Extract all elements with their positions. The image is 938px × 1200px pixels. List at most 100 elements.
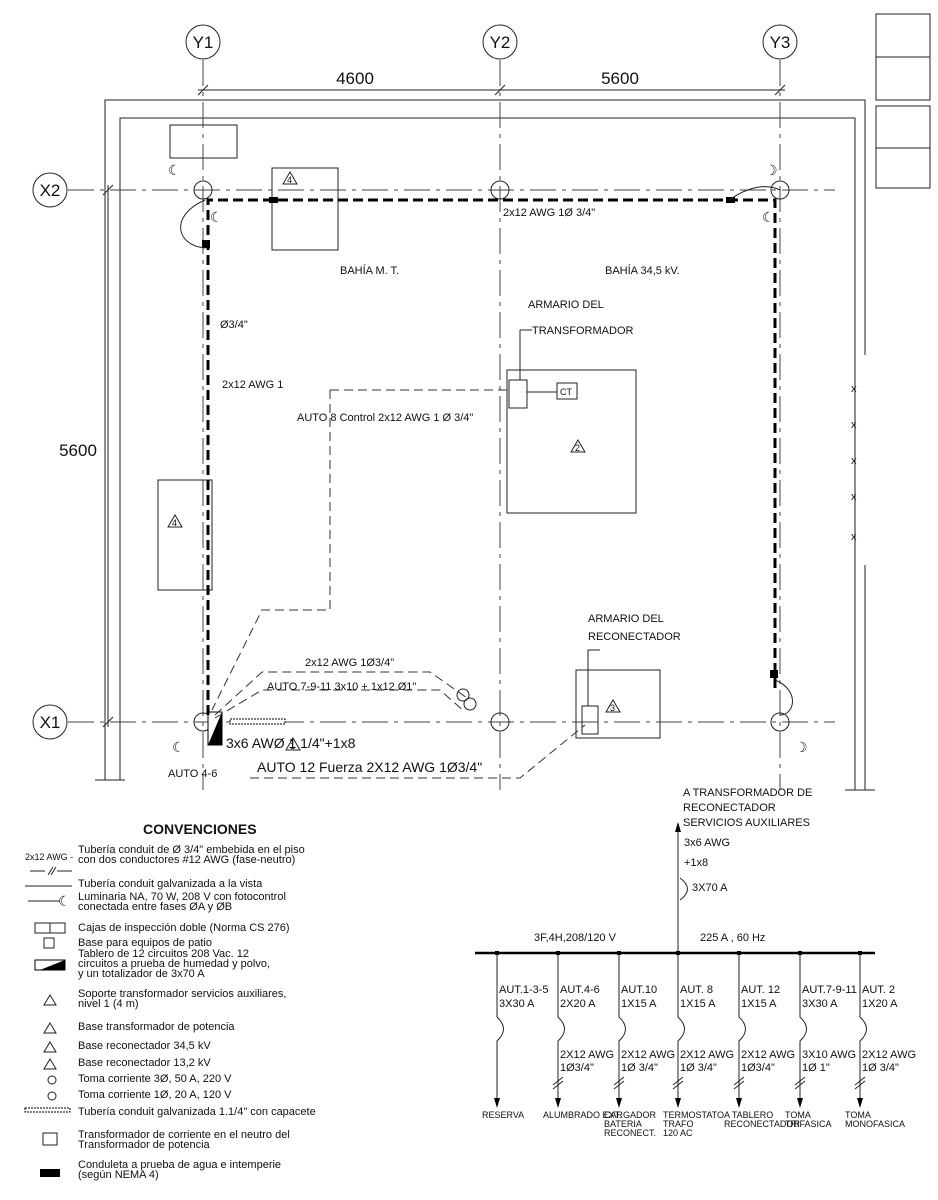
feeder-breaker-rating: 3X30 A [802, 998, 838, 1010]
conductor-ticks [552, 1076, 564, 1090]
feeder-breaker-rating: 2X20 A [560, 998, 596, 1010]
feeder-conduit: 1Ø 3/4" [862, 1062, 899, 1074]
legend-item-text: Tubería conduit galvanizada 1.1/4" con c… [78, 1106, 316, 1118]
grid-lines [68, 60, 835, 790]
arrow-icon [555, 1098, 561, 1108]
source-label-2: RECONECTADOR [683, 802, 776, 814]
legend: CONVENCIONES 2x12 AWG - ☾ Tubería condui… [24, 821, 316, 1181]
feeder-load: CARGADOR [604, 1110, 657, 1120]
tri-label: 3 [610, 703, 615, 713]
label-auto8: AUTO 8 Control 2x12 AWG 1 Ø 3/4" [297, 412, 473, 424]
svg-text:☽: ☽ [795, 739, 808, 755]
source-label-1: A TRANSFORMADOR DE [683, 787, 812, 799]
label-armario-trafo-2: TRANSFORMADOR [532, 325, 634, 337]
feeder-breaker-id: AUT. 2 [862, 984, 895, 996]
label-auto46: AUTO 4-6 [168, 768, 217, 780]
main-neutral: +1x8 [684, 857, 708, 869]
legend-item-text: Base reconectador 13,2 kV [78, 1057, 211, 1069]
feeder-load: TOMA [845, 1110, 871, 1120]
label-auto7911: AUTO 7-9-11 3x10 + 1x12 Ø1" [267, 681, 416, 693]
feeder-load: RESERVA [482, 1110, 524, 1120]
base-reconectador-132-left [157, 479, 213, 591]
legend-title: CONVENCIONES [143, 821, 257, 837]
legend-item-text: circuitos a prueba de humedad y polvo, [78, 958, 270, 970]
legend-item-text: conectada entre fases ØA y ØB [78, 901, 232, 913]
legend-item-text: Conduleta a prueba de agua e intemperie [78, 1159, 281, 1171]
arrow-icon [675, 1098, 681, 1108]
conductor-ticks [613, 1076, 625, 1090]
feeder-cable: 2X12 AWG [680, 1049, 734, 1061]
single-line-diagram: A TRANSFORMADOR DE RECONECTADOR SERVICIO… [475, 787, 916, 1138]
feeder-cable: 2X12 AWG [862, 1049, 916, 1061]
conductor-ticks [854, 1076, 866, 1090]
legend-item-text: Tubería conduit de Ø 3/4" embebida en el… [78, 844, 305, 856]
legend-item-text: con dos conductores #12 AWG (fase-neutro… [78, 854, 295, 866]
label-armario-rec-1: ARMARIO DEL [588, 613, 664, 625]
feeder-load: TRAFO [663, 1119, 694, 1129]
tri-label: 4 [172, 518, 177, 528]
legend-item-text: Tubería conduit galvanizada a la vista [78, 878, 263, 890]
legend-item-text: Transformador de corriente en el neutro … [78, 1129, 290, 1141]
label-top-conduit: 2x12 AWG 1Ø 3/4" [503, 207, 595, 219]
feeder-breaker-rating: 1X15 A [621, 998, 657, 1010]
legend-item-text: y un totalizador de 3x70 A [78, 968, 205, 980]
feeder-load: RECONECT. [604, 1128, 656, 1138]
legend-item-text: Base transformador de potencia [78, 1021, 235, 1033]
svg-text:x: x [851, 455, 857, 467]
feeder-load: ALUMBRADO EXT. [543, 1110, 622, 1120]
svg-text:x: x [851, 491, 857, 503]
breaker-symbol [618, 953, 626, 1102]
svg-text:☾: ☾ [172, 739, 185, 755]
column-marks [193, 180, 790, 732]
bus-rating: 225 A , 60 Hz [700, 932, 765, 944]
base-reconectador-345 [575, 669, 661, 739]
breaker-symbol [677, 953, 685, 1102]
arrow-icon [857, 1098, 863, 1108]
legend-item-text: Cajas de inspección doble (Norma CS 276) [78, 922, 290, 934]
breaker-symbol [738, 953, 746, 1102]
label-bahia-345: BAHÍA 34,5 kV. [605, 264, 680, 277]
axis-y3: Y3 [770, 33, 791, 52]
fence [95, 99, 875, 791]
breaker-symbol [496, 953, 504, 1102]
feeder-load: RECONECTADOR [724, 1119, 800, 1129]
axis-x2: X2 [40, 181, 61, 200]
feeder-breaker-rating: 1X15 A [680, 998, 716, 1010]
feeder-conduit: 1Ø 1" [802, 1062, 830, 1074]
svg-text:☾: ☾ [168, 162, 181, 178]
feeder-breaker-id: AUT.1-3-5 [499, 984, 549, 996]
arrow-icon [736, 1098, 742, 1108]
inspection-box [169, 124, 238, 159]
feeder-conduit: 1Ø3/4" [741, 1062, 775, 1074]
conductor-ticks [733, 1076, 745, 1090]
base-reconectador-132-top [271, 167, 339, 251]
legend-item-text: nivel 1 (4 m) [78, 998, 139, 1010]
feeder-cable: 3X10 AWG [802, 1049, 856, 1061]
bus-voltage: 3F,4H,208/120 V [534, 932, 617, 944]
arrow-icon [797, 1098, 803, 1108]
feeder-breaker-id: AUT.10 [621, 984, 657, 996]
axis-x1: X1 [40, 713, 61, 732]
legend-item-text: Transformador de potencia [78, 1139, 211, 1151]
armario-transformador [508, 379, 528, 409]
main-breaker: 3X70 A [692, 882, 728, 894]
axis-y2: Y2 [490, 33, 511, 52]
feeder-cable: 2X12 AWG [741, 1049, 795, 1061]
equipment: CT 4 4 2 3 1 [157, 124, 778, 751]
feeder-load: A TABLERO [724, 1110, 773, 1120]
feeder-load: TRIFASICA [785, 1119, 832, 1129]
feeder-load: 120 AC [663, 1128, 693, 1138]
label-feeder: 3x6 AWØ 1 1/4"+1x8 [226, 735, 356, 751]
armario-reconectador [581, 705, 599, 735]
svg-text:☾: ☾ [762, 209, 775, 225]
feeder-breaker-id: AUT.4-6 [560, 984, 600, 996]
axis-y1: Y1 [193, 33, 214, 52]
svg-text:☽: ☽ [765, 162, 778, 178]
plan-labels: BAHÍA M. T. BAHÍA 34,5 kV. 2x12 AWG 1Ø 3… [168, 207, 681, 780]
legend-item-text: Toma corriente 3Ø, 50 A, 220 V [78, 1073, 232, 1085]
feeder-conduit: 1Ø 3/4" [680, 1062, 717, 1074]
main-cable: 3x6 AWG [684, 837, 730, 849]
